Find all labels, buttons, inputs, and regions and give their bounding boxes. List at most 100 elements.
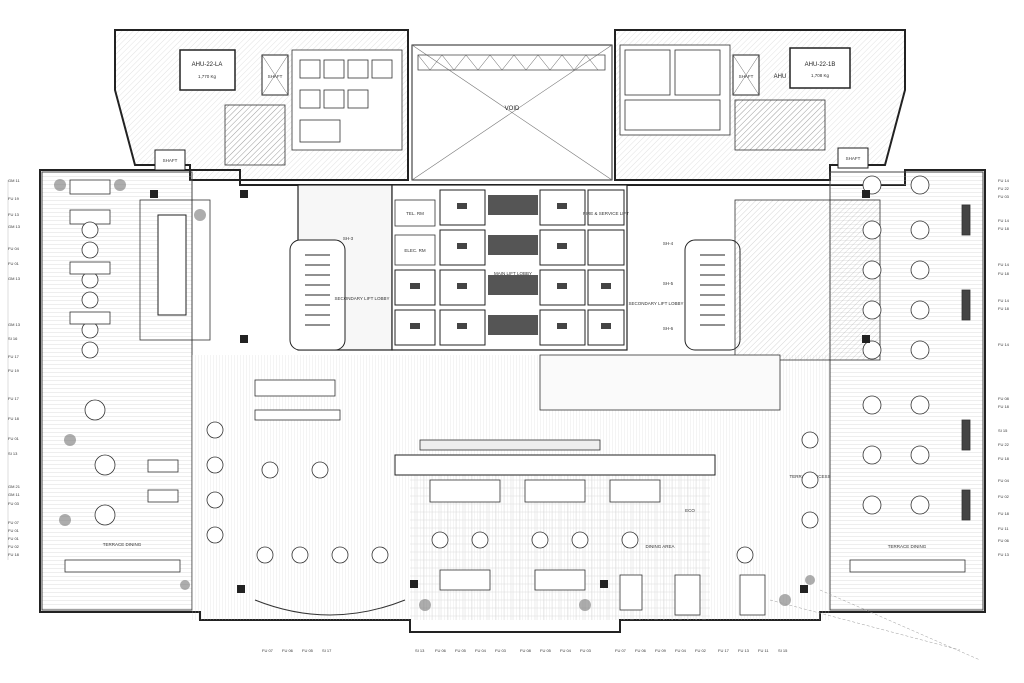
lift-shafts (394, 189, 625, 346)
leader-lines (769, 589, 981, 661)
sh6-label: SH-6 (663, 326, 674, 331)
left-tag: FU 17 (8, 396, 20, 401)
bottom-tag: FU 04 (475, 648, 487, 653)
left-tag: FU 01 (8, 436, 20, 441)
left-tag: FU 17 (8, 354, 20, 359)
ahu-left-label: AHU-22-LA (192, 62, 223, 68)
dining-area-label: DINING AREA (645, 544, 674, 549)
bar-counter (419, 439, 601, 451)
ahu-left-weight: 1,770 Kg (198, 74, 217, 79)
right-tag: FU 22 (998, 186, 1010, 191)
left-tag: FU 19 (8, 196, 20, 201)
main-lift-lobby-label: MAIN LIFT LOBBY (494, 271, 532, 276)
washroom-left (291, 49, 403, 151)
right-tag: FU 02 (998, 494, 1010, 499)
bottom-tag: FU 02 (695, 648, 707, 653)
bottom-tag: FU 11 (758, 648, 769, 653)
right-terrace-furniture (862, 175, 971, 521)
left-tags: GM 11 FU 19 FU 13 GM 13 FU 04 FU 01 GM 1… (7, 178, 21, 560)
bottom-tag: FU 13 (738, 648, 750, 653)
left-tag: FU 01 (8, 261, 20, 266)
right-tag: FU 18 (998, 456, 1010, 461)
elec-room (394, 234, 436, 266)
eco-label: ECO (685, 508, 695, 513)
left-terrace-furniture (69, 179, 179, 526)
sh3-label: SH-3 (343, 236, 354, 241)
right-tag: FU 18 (998, 226, 1010, 231)
dining-tables (206, 379, 819, 616)
ahu-small-label: AHU (774, 74, 787, 80)
right-tag: FU 04 (998, 478, 1010, 483)
bottom-tag: FU 06 (635, 648, 647, 653)
kitchen-left (224, 104, 286, 166)
left-tag: GM 11 (8, 178, 20, 183)
left-tag: GM 13 (8, 276, 21, 281)
stair-right (684, 239, 741, 351)
left-tag: GM 13 (8, 322, 21, 327)
bottom-tag: SI 17 (322, 648, 332, 653)
right-tag: FU 14 (998, 218, 1010, 223)
shaft-label-2: SHAFT (739, 74, 754, 79)
ahu-right-weight: 1,708 Kg (811, 73, 830, 78)
shaft-label-4: SHAFT (846, 156, 861, 161)
columns (150, 190, 870, 593)
void-area: VOID (411, 44, 613, 181)
left-tag: FU 01 (8, 528, 20, 533)
shaft-4 (837, 147, 869, 169)
left-tag: GM 21 (8, 484, 21, 489)
right-tag: FU 14 (998, 342, 1010, 347)
terrace-dining-left-label: TERRACE DINING (103, 542, 142, 547)
left-tag: FU 18 (8, 552, 20, 557)
kitchen-main (734, 199, 881, 361)
right-tag: FU 11 (998, 526, 1009, 531)
servery (539, 354, 781, 411)
service-counter (394, 454, 716, 476)
left-tag: SI 13 (8, 451, 18, 456)
right-tags: FU 14 FU 22 FU 03 FU 14 FU 18 FU 14 FU 1… (998, 178, 1010, 557)
right-tag: FU 18 (998, 306, 1010, 311)
bottom-tag: FU 07 (615, 648, 627, 653)
tel-room-label: TEL. RM (406, 211, 424, 216)
left-tag: GM 13 (8, 224, 21, 229)
lift-cars (410, 203, 611, 329)
right-tag: FU 14 (998, 262, 1010, 267)
right-tag: FU 22 (998, 442, 1010, 447)
left-tag: FU 02 (8, 544, 20, 549)
ahu-room-left (179, 49, 236, 91)
bottom-tag: FU 05 (540, 648, 552, 653)
planters (54, 179, 815, 611)
left-tag: FU 07 (8, 520, 20, 525)
bottom-tag: FU 09 (655, 648, 667, 653)
left-tag: FU 13 (8, 212, 20, 217)
bottom-tag: FU 08 (520, 648, 532, 653)
right-tag: FU 08 (998, 396, 1010, 401)
secondary-lift-lobby-right: SECONDARY LIFT LOBBY (628, 301, 683, 306)
left-tag: FU 01 (8, 536, 20, 541)
right-tag: FU 03 (998, 194, 1010, 199)
sh5-label: SH-5 (663, 281, 674, 286)
left-tag: SI 16 (8, 336, 18, 341)
left-tag: GM 11 (8, 492, 20, 497)
bottom-tags: FU 07 FU 06 FU 05 SI 17 SI 13 FU 06 FU 0… (262, 648, 788, 653)
bottom-tag: FU 06 (435, 648, 447, 653)
right-tag: FU 06 (998, 538, 1010, 543)
shaft-3 (154, 149, 186, 171)
bottom-tag: FU 05 (302, 648, 314, 653)
bottom-bench (254, 599, 406, 616)
elec-room-label: ELEC. RM (404, 248, 426, 253)
ahu-right-label: AHU-22-1B (805, 62, 836, 68)
shaft-label-3: SHAFT (163, 158, 178, 163)
right-tag: FU 18 (998, 271, 1010, 276)
right-tag: FU 13 (998, 552, 1010, 557)
kitchen-right (619, 44, 826, 151)
ahu-room-right (789, 47, 851, 89)
terrace-dining-right-label: TERRACE DINING (888, 544, 927, 549)
sh4-label: SH-4 (663, 241, 674, 246)
right-tag: FU 14 (998, 178, 1010, 183)
bottom-tag: FU 04 (560, 648, 572, 653)
bottom-tag: FU 17 (718, 648, 730, 653)
main-lift-lobby: MAIN LIFT LOBBY (488, 195, 538, 335)
left-tag: FU 03 (8, 501, 20, 506)
left-tag: FU 04 (8, 246, 20, 251)
left-tag: FU 18 (8, 416, 20, 421)
